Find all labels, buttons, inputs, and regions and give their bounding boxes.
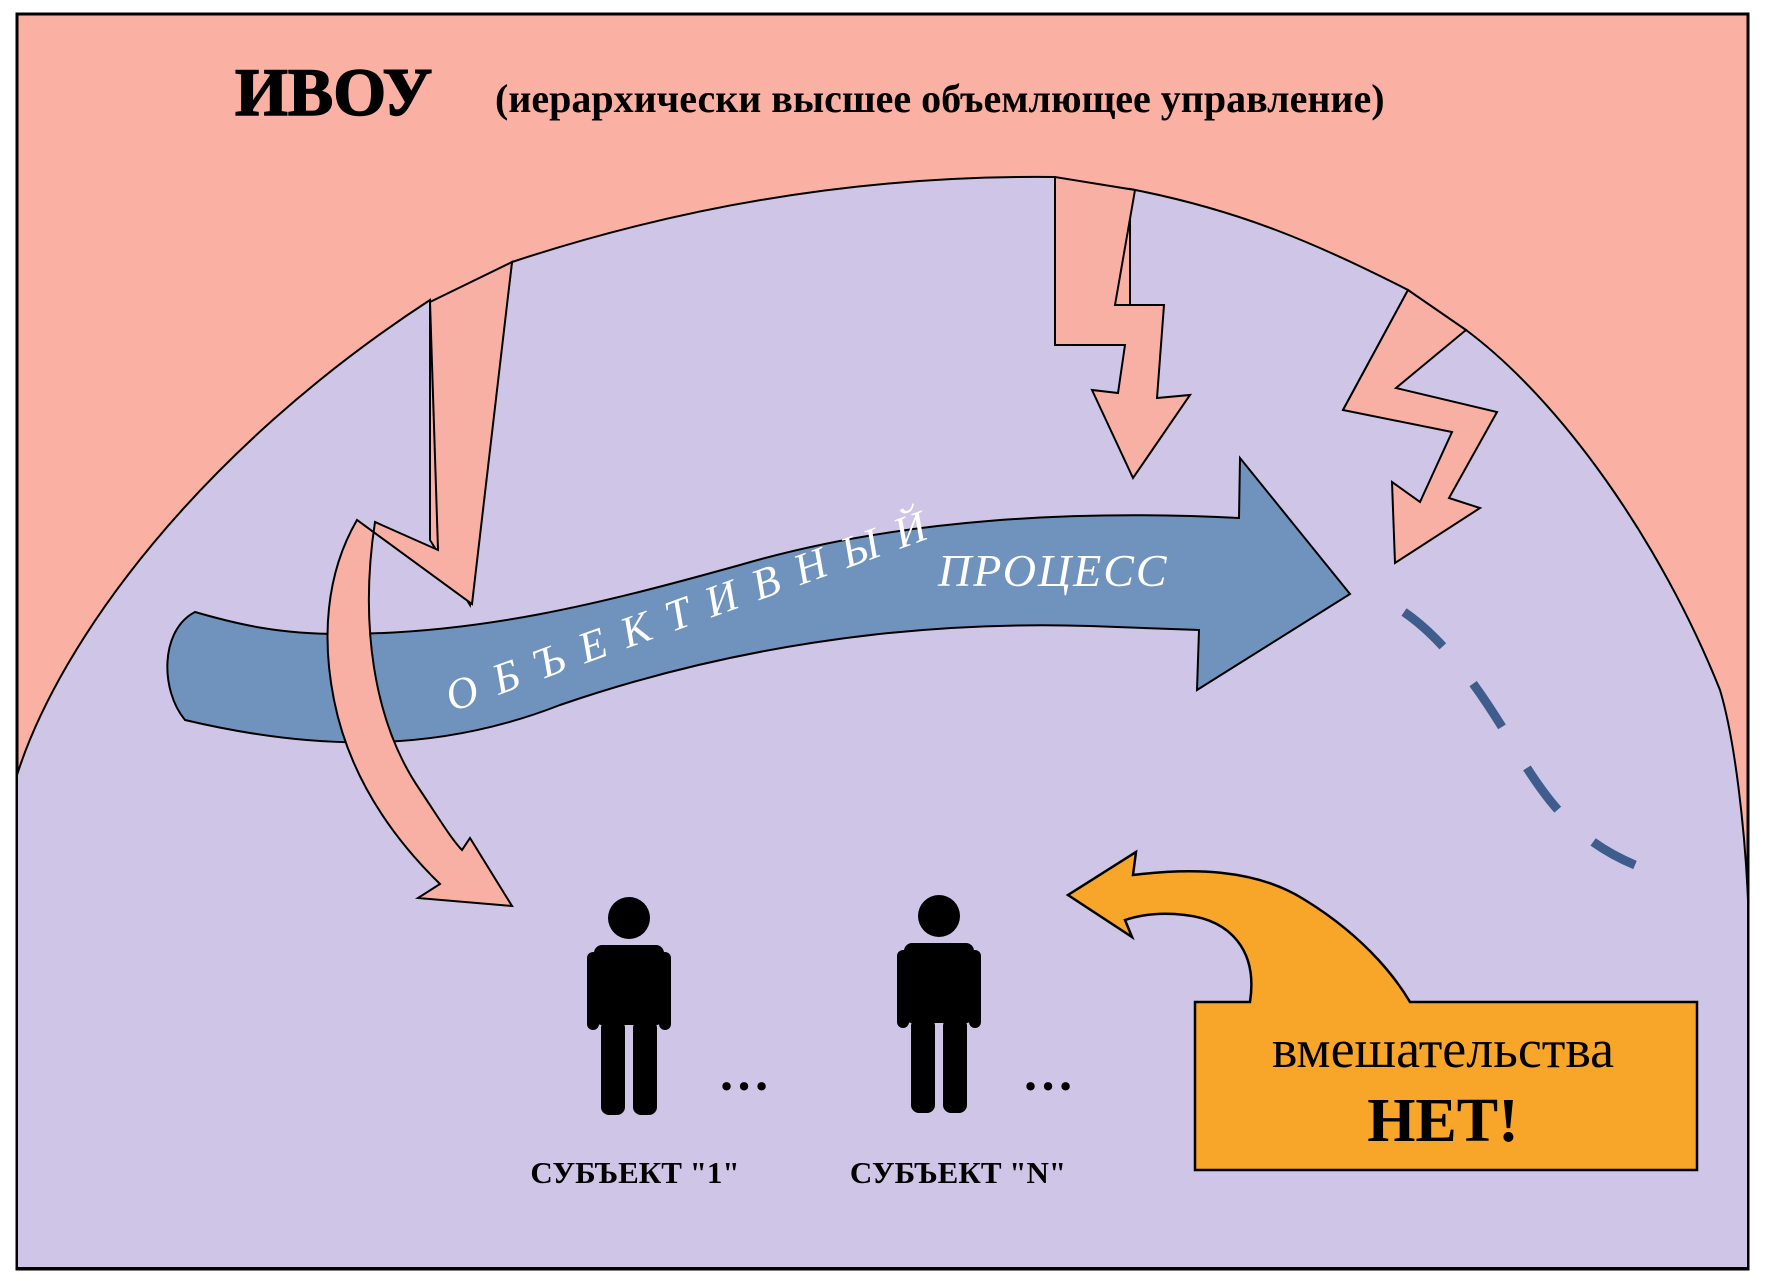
ellipsis-after: …	[1022, 1045, 1074, 1102]
intervention-callout	[1065, 849, 1699, 1172]
lightning-arrow-right	[1341, 288, 1499, 565]
lightning-arrow-center	[1054, 175, 1193, 481]
callout-line-1: вмешательства	[1272, 1019, 1614, 1079]
objective-process-arrow	[166, 455, 1352, 744]
lightning-arrow-left	[326, 260, 514, 908]
subject-label-n: СУБЪЕКТ "N"	[850, 1155, 1066, 1190]
ellipsis-between: …	[718, 1045, 770, 1102]
title-full: (иерархически высшее объемлющее управлен…	[495, 76, 1385, 121]
person-icon	[897, 895, 981, 1113]
person-icon	[587, 897, 671, 1115]
subject-label-1: СУБЪЕКТ "1"	[530, 1155, 739, 1190]
title-abbr: ИВОУ	[235, 54, 432, 130]
process-word-2: ПРОЦЕСС	[937, 545, 1169, 596]
callout-line-2: НЕТ!	[1367, 1087, 1519, 1155]
dashed-process-continuation	[1401, 608, 1637, 870]
